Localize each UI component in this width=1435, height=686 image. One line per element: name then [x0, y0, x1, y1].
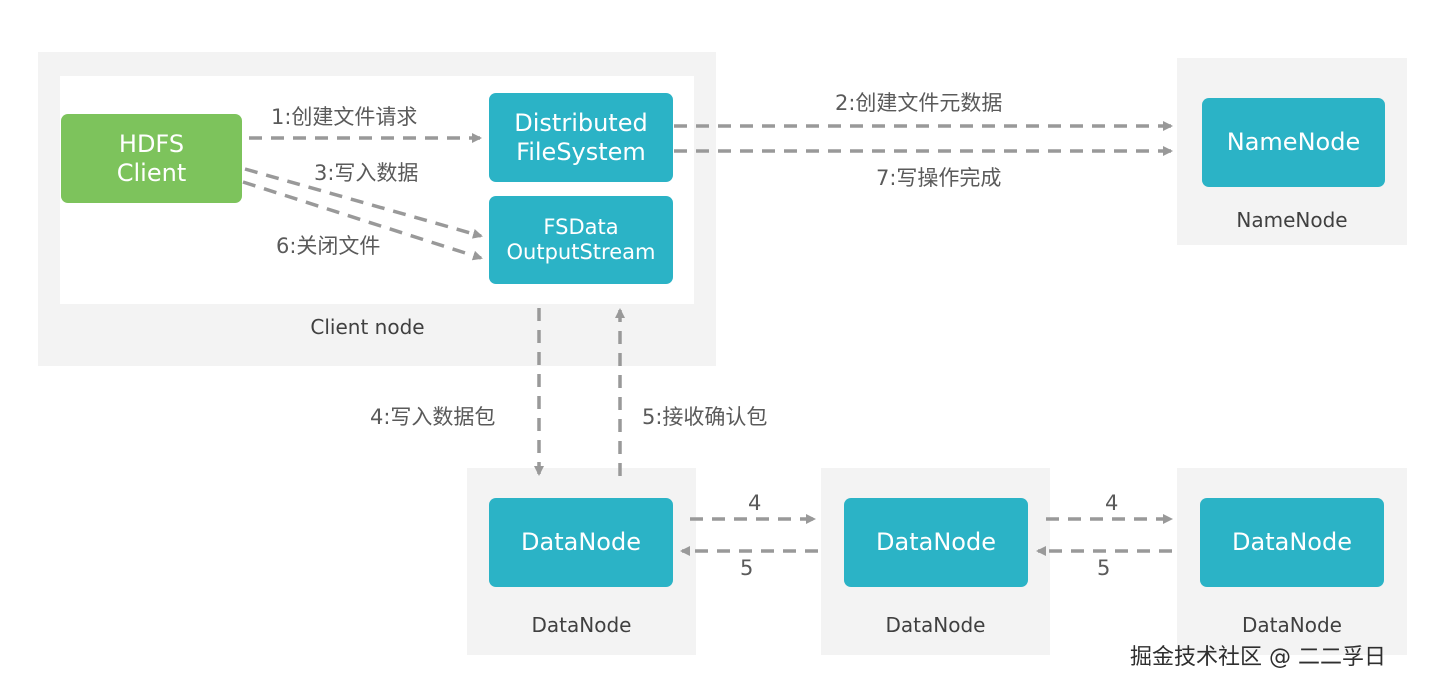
label-dn-5b: 5	[1097, 556, 1111, 580]
namenode-label: NameNode	[1226, 128, 1361, 157]
fsdata-outputstream-label: FSData OutputStream	[506, 214, 656, 264]
hdfs-client-box: HDFS Client	[61, 114, 242, 203]
label-step1: 1:创建文件请求	[271, 105, 418, 129]
datanode-label-2: DataNode	[876, 528, 996, 557]
label-dn-4a: 4	[748, 491, 762, 515]
datanode-caption-2: DataNode	[885, 613, 986, 637]
datanode-box-1: DataNode	[489, 498, 673, 587]
label-step2: 2:创建文件元数据	[835, 91, 1003, 115]
distributed-filesystem-box: Distributed FileSystem	[489, 93, 673, 182]
datanode-box-2: DataNode	[844, 498, 1028, 587]
datanode-label-3: DataNode	[1232, 528, 1352, 557]
label-dn-4b: 4	[1105, 491, 1119, 515]
arrow-step6	[242, 180, 483, 261]
namenode-caption: NameNode	[1236, 208, 1348, 232]
fsdata-outputstream-box: FSData OutputStream	[489, 196, 673, 284]
namenode-box: NameNode	[1202, 98, 1385, 187]
label-dn-5a: 5	[740, 556, 754, 580]
label-step7: 7:写操作完成	[876, 166, 1002, 190]
datanode-label-1: DataNode	[521, 528, 641, 557]
label-step3: 3:写入数据	[314, 161, 419, 185]
datanode-box-3: DataNode	[1200, 498, 1384, 587]
datanode-caption-3: DataNode	[1242, 613, 1342, 637]
watermark: 掘金技术社区 @ 二二孚日	[1130, 645, 1386, 670]
hdfs-client-label: HDFS Client	[116, 129, 187, 187]
client-node-caption: Client node	[310, 315, 425, 339]
arrow-step3	[244, 167, 483, 239]
label-step5: 5:接收确认包	[642, 405, 768, 429]
label-step6: 6:关闭文件	[276, 234, 381, 258]
distributed-filesystem-label: Distributed FileSystem	[514, 108, 648, 166]
datanode-caption-1: DataNode	[531, 613, 632, 637]
label-step4: 4:写入数据包	[370, 405, 496, 429]
